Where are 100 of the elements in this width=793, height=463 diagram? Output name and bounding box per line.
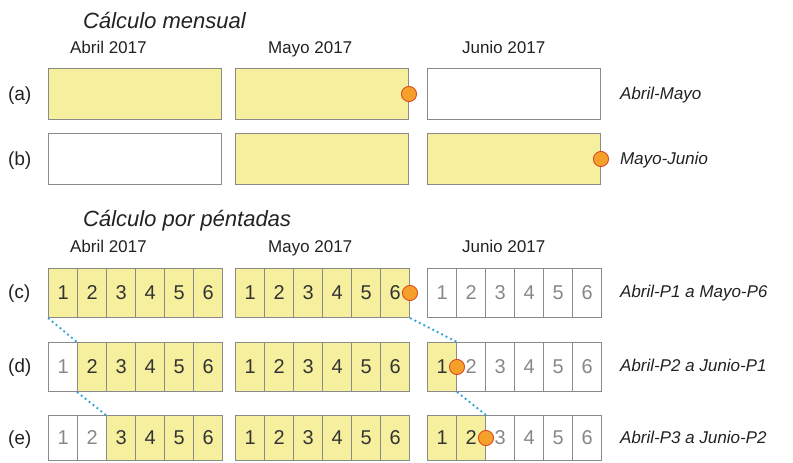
pentad-number: 5 (552, 426, 564, 450)
pentad-number: 1 (57, 426, 69, 450)
month-header: Mayo 2017 (268, 237, 352, 257)
pentad-cell (235, 342, 265, 392)
row-letter: (d) (8, 356, 32, 378)
pentad-cell (193, 342, 223, 392)
pentad-cell (351, 268, 381, 318)
pentad-number: 4 (523, 356, 535, 378)
pentad-number: 3 (302, 282, 314, 304)
pentad-cell (543, 268, 573, 318)
pentad-number: 3 (115, 426, 127, 450)
pentad-cell (322, 268, 352, 318)
pentad-number: 3 (115, 356, 127, 378)
pentad-cell (193, 268, 223, 318)
pentad-number: 2 (86, 282, 98, 304)
pentad-cell (322, 415, 352, 461)
pentad-number: 6 (202, 426, 214, 450)
month-header: Junio 2017 (462, 237, 546, 257)
pentad-number: 3 (302, 426, 314, 450)
month-header: Abril 2017 (70, 38, 147, 58)
pentad-cell (456, 415, 486, 461)
pentad-number: 2 (273, 356, 285, 378)
pentad-number: 5 (552, 282, 564, 304)
pentad-number: 1 (436, 426, 448, 450)
pentad-number: 1 (244, 282, 256, 304)
pentad-cell (380, 342, 410, 392)
pentad-number: 2 (465, 426, 477, 450)
pentad-cell (264, 415, 294, 461)
pentad-cell (164, 268, 194, 318)
pentad-number: 2 (273, 426, 285, 450)
pentad-cell (514, 268, 544, 318)
pentad-cell (135, 268, 165, 318)
pentad-number: 2 (465, 356, 477, 378)
month-box (48, 133, 222, 185)
pentad-cell (572, 342, 602, 392)
title: Cálculo mensual (83, 8, 246, 34)
pentad-number: 4 (523, 426, 535, 450)
pentad-number: 4 (331, 426, 343, 450)
pentad-cell (48, 268, 78, 318)
pentad-number: 2 (86, 426, 98, 450)
pentad-cell (235, 415, 265, 461)
pentad-number: 1 (57, 356, 69, 378)
pentad-number: 1 (436, 282, 448, 304)
pentad-number: 4 (144, 282, 156, 304)
pentad-cell (135, 342, 165, 392)
pentad-cell (351, 342, 381, 392)
pentad-number: 2 (465, 282, 477, 304)
pentad-cell (427, 268, 457, 318)
pentad-cell (48, 342, 78, 392)
pentad-number: 6 (389, 356, 401, 378)
pentad-number: 4 (331, 282, 343, 304)
pentad-number: 1 (244, 426, 256, 450)
pentad-cell (485, 268, 515, 318)
pentad-cell (543, 342, 573, 392)
pentad-number: 6 (389, 426, 401, 450)
pentad-cell (193, 415, 223, 461)
pentad-cell (351, 415, 381, 461)
pentad-cell (77, 268, 107, 318)
pentad-cell (456, 342, 486, 392)
pentad-cell (543, 415, 573, 461)
pentad-cell (514, 342, 544, 392)
month-box (235, 133, 409, 185)
pentad-cell (106, 268, 136, 318)
pentad-number: 5 (360, 356, 372, 378)
period-label: Abril-P2 a Junio-P1 (620, 356, 766, 376)
pentad-cell (235, 268, 265, 318)
month-box (48, 68, 222, 120)
period-label: Abril-P1 a Mayo-P6 (620, 282, 768, 302)
connector-line (410, 317, 458, 343)
pentad-cell (164, 342, 194, 392)
pentad-cell (264, 342, 294, 392)
pentad-number: 6 (202, 282, 214, 304)
pentad-number: 4 (144, 426, 156, 450)
pentad-number: 2 (273, 282, 285, 304)
month-header: Mayo 2017 (268, 38, 352, 58)
pentad-number: 5 (360, 282, 372, 304)
pentad-cell (264, 268, 294, 318)
pentad-cell (456, 268, 486, 318)
pentad-cell (380, 415, 410, 461)
connector-line (47, 317, 78, 343)
pentad-number: 5 (173, 356, 185, 378)
pentad-number: 5 (552, 356, 564, 378)
pentad-number: 4 (331, 356, 343, 378)
pentad-number: 1 (57, 282, 69, 304)
pentad-cell (293, 415, 323, 461)
row-letter: (e) (8, 428, 32, 450)
pentad-cell (293, 268, 323, 318)
pentad-number: 5 (360, 426, 372, 450)
row-letter: (a) (8, 84, 32, 106)
pentad-number: 4 (523, 282, 535, 304)
month-header: Abril 2017 (70, 237, 147, 257)
pentad-cell (322, 342, 352, 392)
pentad-number: 6 (202, 356, 214, 378)
title: Cálculo por péntadas (83, 206, 291, 232)
month-box (427, 68, 601, 120)
row-letter: (c) (8, 282, 30, 304)
pentad-number: 3 (115, 282, 127, 304)
month-box (427, 133, 601, 185)
pentad-number: 1 (436, 356, 448, 378)
pentad-number: 6 (581, 282, 593, 304)
